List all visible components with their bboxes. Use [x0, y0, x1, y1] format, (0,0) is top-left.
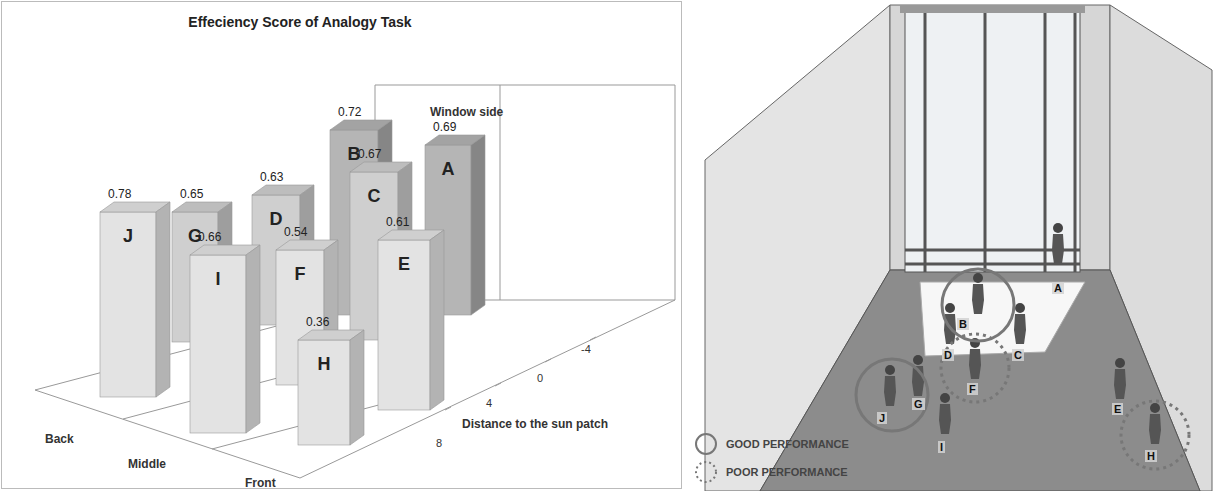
- label-holder: C: [1012, 349, 1024, 361]
- axis-label: Distance to the sun patch: [462, 417, 608, 431]
- legend-text: POOR PERFORMANCE: [726, 466, 848, 478]
- figure-letter: E: [1112, 403, 1123, 415]
- chart-frame: [2, 2, 682, 489]
- bar-letter: I: [190, 269, 246, 290]
- label-holder: B: [957, 318, 969, 330]
- label-holder: 4: [486, 397, 492, 409]
- person-figure: [969, 338, 981, 379]
- label-holder: E: [1112, 403, 1123, 415]
- bar-shape: [100, 202, 170, 397]
- performance-circles: [856, 269, 1189, 469]
- figure-body: [1014, 314, 1026, 344]
- figure-head: [1150, 403, 1160, 413]
- label-holder: G: [912, 398, 925, 410]
- bar: 0.78J: [100, 212, 156, 397]
- bar-letter: E: [378, 254, 430, 275]
- label-holder: D: [942, 349, 954, 361]
- axis-label: Middle: [128, 457, 166, 471]
- label-holder: Middle: [128, 457, 166, 471]
- figure-letter: H: [1145, 450, 1157, 462]
- person-figure: [884, 365, 896, 406]
- label-holder: H: [1145, 450, 1157, 462]
- figure-letter: D: [942, 349, 954, 361]
- figure-body: [1052, 234, 1064, 264]
- chart-axes: [35, 85, 675, 478]
- person-figure: [939, 393, 951, 434]
- person-figure: [972, 273, 984, 314]
- legend-text: GOOD PERFORMANCE: [726, 438, 849, 450]
- figure-head: [1115, 358, 1125, 368]
- bar-letter: H: [298, 354, 350, 375]
- label-holder: Back: [45, 432, 74, 446]
- figure-body: [972, 284, 984, 314]
- bar-value: 0.69: [425, 119, 471, 135]
- label-holder: -4: [581, 343, 591, 355]
- legend-item: GOOD PERFORMANCE: [694, 432, 849, 456]
- bar-shape: [298, 330, 364, 445]
- bar-letter: J: [100, 226, 156, 247]
- bar-value: 0.54: [276, 224, 324, 240]
- figure-letter: B: [957, 318, 969, 330]
- label-holder: Front: [245, 476, 276, 490]
- figure-head: [913, 355, 923, 365]
- bar-value: 0.66: [190, 229, 246, 245]
- person-figure: [1014, 303, 1026, 344]
- figure-letter: C: [1012, 349, 1024, 361]
- legend-sample: [694, 460, 718, 484]
- bar-letter: A: [425, 159, 471, 180]
- chart-title: Effeciency Score of Analogy Task: [0, 14, 600, 30]
- label-holder: I: [938, 441, 945, 453]
- bar-value: 0.36: [298, 314, 350, 330]
- label-holder: 0: [537, 372, 543, 384]
- figure-head: [973, 273, 983, 283]
- figure-body: [969, 349, 981, 379]
- person-figure: [1052, 223, 1064, 264]
- bar-value: 0.67: [350, 146, 398, 162]
- bar-value: 0.72: [330, 104, 378, 120]
- bar-value: 0.65: [172, 186, 218, 202]
- label-holder: Distance to the sun patch: [462, 417, 608, 431]
- bar: 0.66I: [190, 255, 246, 433]
- figure-head: [945, 303, 955, 313]
- bar-letter: F: [276, 264, 324, 285]
- bar-value: 0.63: [252, 169, 300, 185]
- axis-label: 4: [486, 397, 492, 409]
- bar: 0.36H: [298, 340, 350, 445]
- figure-head: [940, 393, 950, 403]
- axis-label: 8: [436, 437, 442, 449]
- legend-sample: [694, 432, 718, 456]
- room-illustration: [705, 5, 1212, 491]
- axis-label: -4: [581, 343, 591, 355]
- figure-letter: F: [967, 383, 978, 395]
- label-holder: F: [967, 383, 978, 395]
- legend-item: POOR PERFORMANCE: [694, 460, 848, 484]
- bar-shape: [378, 230, 444, 410]
- figure-head: [1053, 223, 1063, 233]
- axis-label: Back: [45, 432, 74, 446]
- bar-value: 0.61: [378, 214, 430, 230]
- figure-body: [884, 376, 896, 406]
- figure-letter: I: [938, 441, 945, 453]
- figure-body: [1114, 369, 1126, 399]
- label-holder: Window side: [430, 105, 503, 119]
- person-figure: [1149, 403, 1161, 444]
- figure-letter: G: [912, 398, 925, 410]
- person-figure: [1114, 358, 1126, 399]
- figure-body: [939, 404, 951, 434]
- figure-letter: A: [1052, 282, 1064, 294]
- figure-head: [1015, 303, 1025, 313]
- bar: 0.61E: [378, 240, 430, 410]
- label-holder: A: [1052, 282, 1064, 294]
- label-holder: J: [877, 412, 887, 424]
- bar-value: 0.78: [100, 186, 156, 202]
- figure-body: [1149, 414, 1161, 444]
- label-holder: 8: [436, 437, 442, 449]
- axis-label: Window side: [430, 105, 503, 119]
- figure-letter: J: [877, 412, 887, 424]
- axis-label: Front: [245, 476, 276, 490]
- axis-label: 0: [537, 372, 543, 384]
- bar-letter: C: [350, 186, 398, 207]
- figure-head: [885, 365, 895, 375]
- bar-shape: [190, 245, 260, 433]
